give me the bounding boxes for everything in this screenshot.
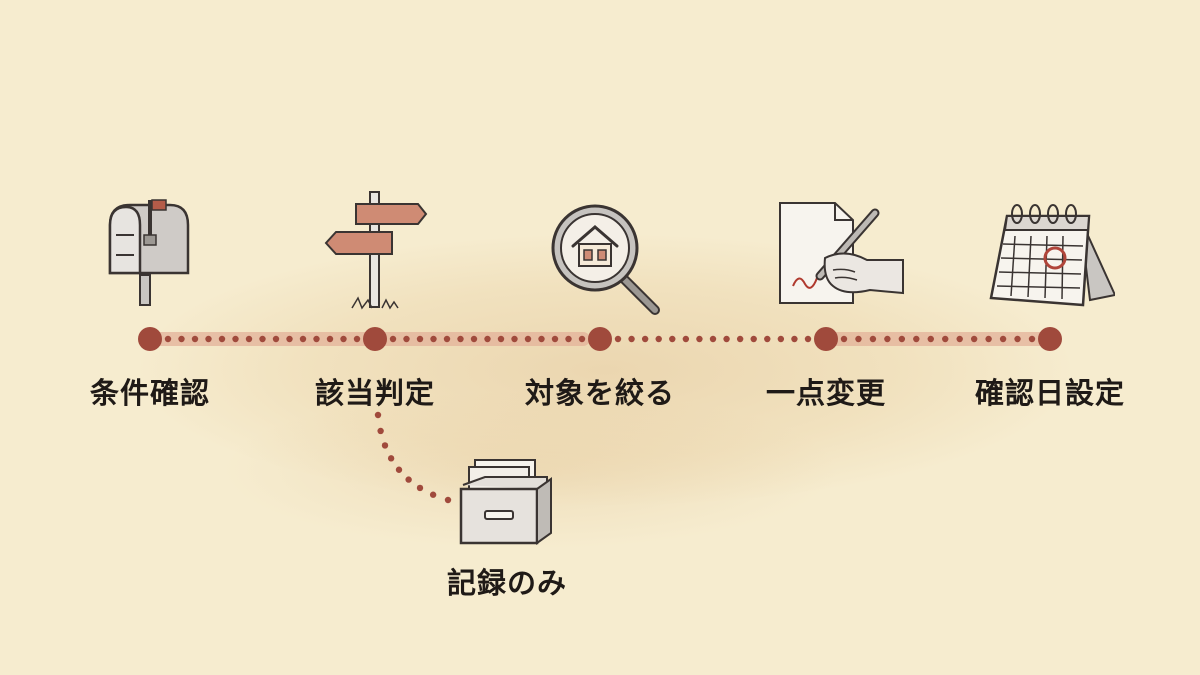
calendar-icon	[989, 204, 1115, 307]
connector-dot	[326, 335, 334, 343]
step-node-5	[1038, 327, 1062, 351]
signpost-icon	[324, 191, 428, 310]
step-label-single-change: 一点変更	[765, 376, 886, 410]
connector-dot	[1028, 335, 1036, 343]
connector-dot	[682, 335, 690, 343]
branch-dot	[429, 491, 437, 498]
connector-dot	[389, 335, 397, 343]
branch-dot	[405, 476, 412, 483]
connector-dot	[299, 335, 307, 343]
connector-dot	[403, 335, 410, 343]
connector-dot	[457, 335, 464, 343]
connector-dot	[723, 335, 730, 343]
connector-dot	[764, 335, 771, 343]
connector-dot	[777, 335, 785, 343]
file-box-icon	[459, 459, 552, 545]
branch-dot	[377, 427, 384, 435]
connector-dot	[178, 335, 185, 343]
branch-dot	[444, 496, 452, 504]
connector-dot	[511, 335, 518, 343]
connector-dot	[272, 335, 280, 343]
connector-dot	[551, 335, 559, 343]
step-node-3	[588, 327, 612, 351]
connector-dot	[641, 335, 649, 343]
connector-dot	[443, 335, 451, 343]
connector-dot	[340, 335, 347, 343]
step-node-2	[363, 327, 387, 351]
connector-dot	[353, 335, 361, 343]
branch-dotted-connector	[374, 411, 452, 504]
connector-dot	[869, 335, 877, 343]
connector-dot	[497, 335, 505, 343]
connector-dot	[942, 335, 949, 343]
connector-dot	[804, 335, 812, 343]
hand-pen-document-icon	[779, 202, 904, 304]
connector-dot	[999, 335, 1007, 343]
connector-dot	[191, 335, 199, 343]
connector-dot	[956, 335, 963, 343]
connector-dot	[750, 335, 757, 343]
connector-dot	[1014, 335, 1021, 343]
connector-dot	[245, 335, 253, 343]
connector-dot	[259, 335, 266, 343]
connector-dot	[985, 335, 992, 343]
connector-dot	[218, 335, 226, 343]
connector-dot	[578, 335, 586, 343]
step-label-narrow-target: 対象を絞る	[524, 376, 675, 410]
connector-dot	[970, 335, 978, 343]
connector-dot	[927, 335, 934, 343]
branch-dot	[381, 442, 389, 449]
connector-dot	[655, 335, 662, 343]
connector-dot	[430, 335, 437, 343]
connector-dot	[232, 335, 239, 343]
connector-dot	[205, 335, 212, 343]
branch-dot	[416, 484, 424, 492]
step-label-condition-check: 条件確認	[89, 376, 210, 410]
connector-dot	[736, 335, 744, 343]
connector-dot	[470, 335, 478, 343]
connector-dot	[669, 335, 676, 343]
highlight-band-2	[826, 332, 1050, 346]
connector-dot	[840, 335, 848, 343]
step-node-1	[138, 327, 162, 351]
branch-dot	[395, 466, 403, 473]
connector-dot	[628, 335, 635, 343]
connector-dot	[164, 335, 172, 343]
connector-dot	[884, 335, 891, 343]
step-label-applicability: 該当判定	[314, 376, 435, 410]
connector-dot	[614, 335, 622, 343]
connector-dot	[791, 335, 798, 343]
connector-dot	[484, 335, 491, 343]
step-node-4	[814, 327, 838, 351]
branch-dot	[387, 455, 395, 462]
connector-dot	[565, 335, 572, 343]
connector-dot	[538, 335, 545, 343]
connector-dot	[286, 335, 293, 343]
connector-dot	[524, 335, 532, 343]
mailbox-icon	[108, 199, 190, 306]
connector-dot	[898, 335, 906, 343]
connector-dot	[416, 335, 424, 343]
dotted-connector	[164, 335, 1036, 343]
step-label-set-confirm-date: 確認日設定	[974, 376, 1125, 410]
connector-dot	[855, 335, 862, 343]
connector-dot	[313, 335, 320, 343]
branch-label-record-only: 記録のみ	[446, 566, 567, 600]
connector-dot	[696, 335, 703, 343]
magnifier-house-icon	[551, 204, 660, 315]
connector-dot	[709, 335, 717, 343]
branch-dot	[374, 411, 382, 419]
connector-dot	[913, 335, 920, 343]
